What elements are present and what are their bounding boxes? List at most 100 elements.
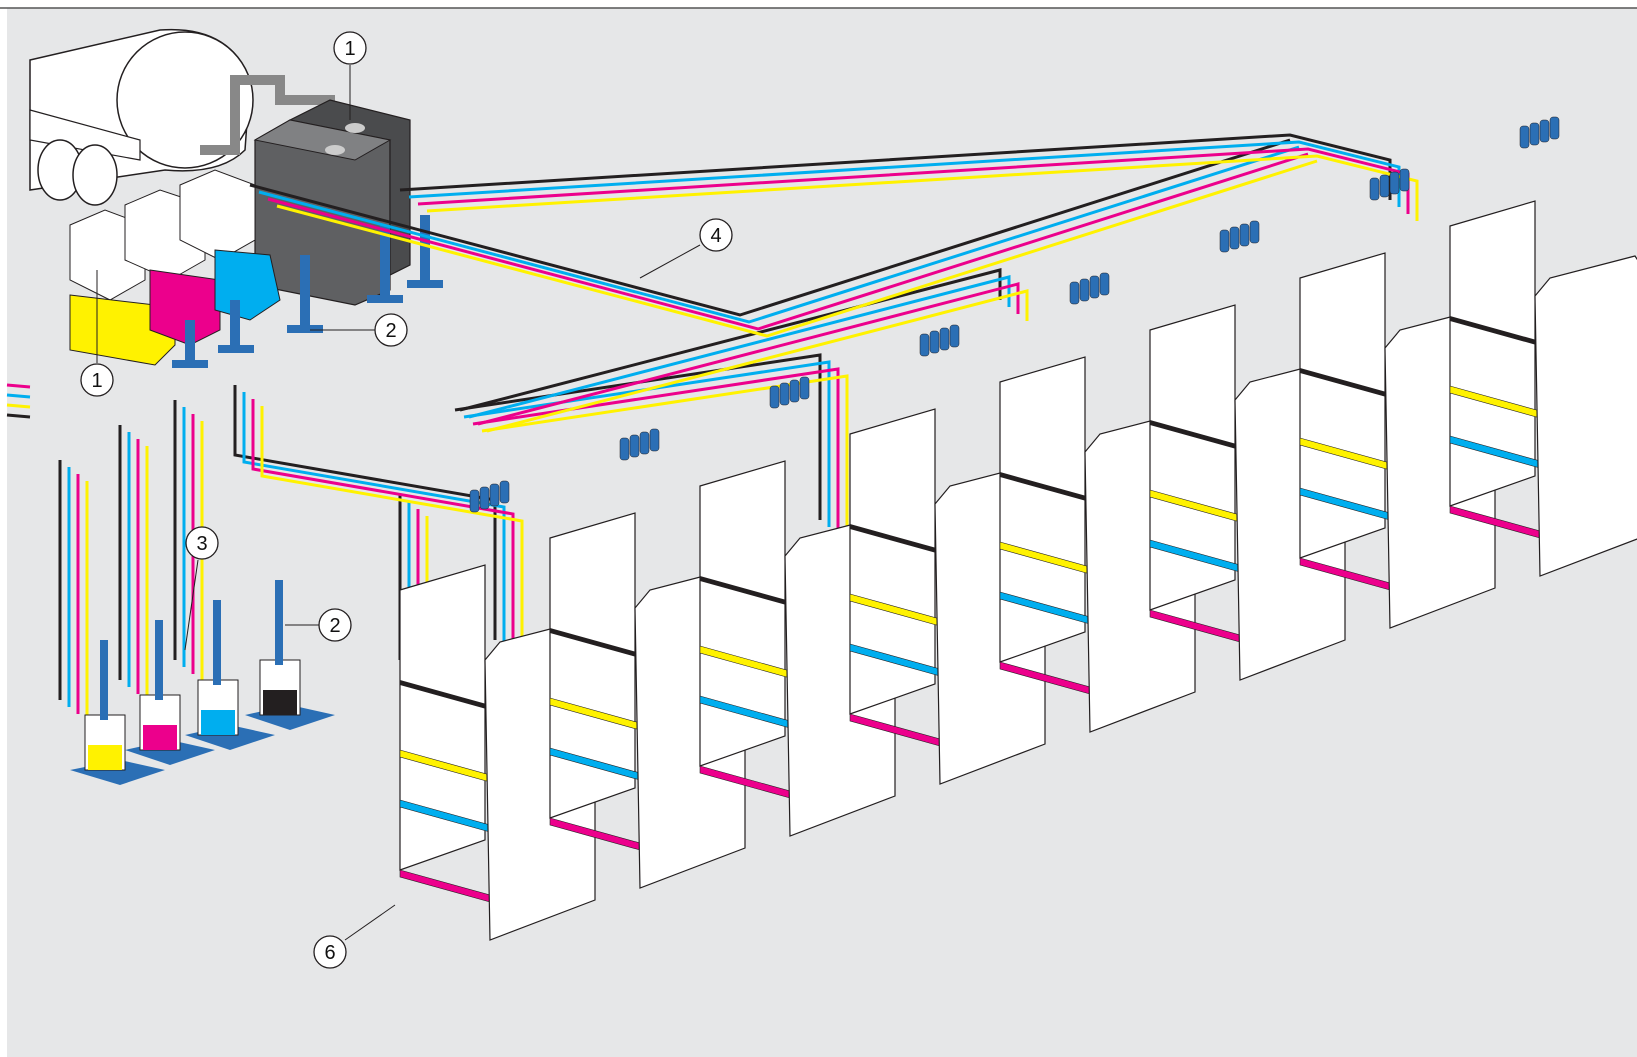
ink-pipe-magenta: [477, 282, 1020, 426]
callout-1-bottom-label: 1: [91, 370, 102, 392]
ink-pipe-cyan: [242, 392, 506, 647]
printing-unit: [1149, 220, 1346, 681]
ink-pipe-yellow: [260, 406, 524, 661]
valve: [769, 385, 780, 409]
valve: [1549, 116, 1560, 140]
printing-unit: [1299, 168, 1496, 629]
valve: [929, 330, 940, 354]
valve: [919, 333, 930, 357]
roller-black: [400, 680, 490, 710]
ink-pipe-yellow: [426, 154, 1419, 221]
manifold-valve: [919, 324, 960, 357]
callout-2-bottom: 2: [318, 608, 352, 642]
callout-6-label: 6: [324, 942, 335, 964]
unit-back-frame: [849, 408, 936, 715]
manifold-valve: [769, 376, 810, 409]
callout-2-top: 2: [374, 313, 408, 347]
valve: [469, 489, 480, 513]
ink-pipe-black: [249, 138, 1291, 317]
valve: [1389, 171, 1400, 195]
callout-4-label: 4: [710, 225, 721, 247]
valve: [649, 428, 660, 452]
manifold-valve: [1069, 272, 1110, 305]
callout-2-bottom-label: 2: [329, 615, 340, 637]
callout-2-top-label: 2: [385, 320, 396, 342]
truck-wheel: [72, 144, 118, 206]
callouts: 1 1 2 2 3 4 6: [80, 31, 733, 969]
ink-pipe-stub-magenta: [6, 383, 31, 389]
ink-pipe-black: [454, 353, 822, 520]
ink-pipe-yellow: [486, 289, 1029, 433]
valve: [499, 480, 510, 504]
ink-pipe-magenta: [472, 367, 840, 534]
unit-back-frame: [1449, 200, 1536, 507]
manifold-valve: [1519, 116, 1560, 149]
valve: [479, 486, 490, 510]
printing-units: [399, 116, 1637, 941]
ink-pipe-stub-black: [6, 413, 31, 419]
callout-3-label: 3: [196, 533, 207, 555]
ink-pipe-cyan: [463, 360, 831, 527]
valve: [1379, 174, 1390, 198]
callout-3: 3: [185, 526, 219, 560]
valve: [1369, 177, 1380, 201]
unit-back-frame: [1299, 252, 1386, 559]
valve: [949, 324, 960, 348]
callout-1-bottom: 1: [80, 363, 114, 397]
valve: [1219, 229, 1230, 253]
callout-6: 6: [313, 935, 347, 969]
manifold-valve: [469, 480, 510, 513]
valve: [619, 437, 630, 461]
ink-pipe-magenta: [417, 147, 1410, 214]
valve: [1239, 223, 1250, 247]
bulk-pumps: [172, 215, 443, 368]
valve: [779, 382, 790, 406]
ink-pipe-yellow: [276, 159, 1318, 338]
color-ink-containers: [69, 169, 281, 366]
valve: [1079, 278, 1090, 302]
callout-1-top-label: 1: [344, 38, 355, 60]
printing-unit: [699, 376, 896, 837]
manifold-valve: [619, 428, 660, 461]
ink-pipework: [6, 133, 1419, 721]
printing-unit: [1449, 116, 1637, 577]
valve: [1399, 168, 1410, 192]
valve: [1529, 122, 1540, 146]
callout-4: 4: [699, 218, 733, 252]
valve: [1089, 275, 1100, 299]
roller-black: [1450, 316, 1540, 346]
valve: [639, 431, 650, 455]
valve: [799, 376, 810, 400]
roller-black: [1000, 472, 1090, 502]
callout-1-top: 1: [333, 31, 367, 65]
ink-pipe-yellow: [481, 374, 849, 541]
bucket-pump-magenta: [125, 620, 215, 765]
bucket-pump-cyan: [185, 600, 275, 750]
roller-black: [550, 628, 640, 658]
bucket-pump-yellow: [70, 640, 165, 785]
tanker-truck: [29, 28, 335, 206]
roller-black: [850, 524, 940, 554]
ink-pipe-stub-cyan: [6, 393, 31, 399]
valve: [1519, 125, 1530, 149]
unit-back-frame: [549, 512, 636, 819]
unit-back-frame: [999, 356, 1086, 663]
roller-black: [700, 576, 790, 606]
unit-back-frame: [399, 564, 486, 871]
unit-back-frame: [699, 460, 786, 767]
valve: [789, 379, 800, 403]
valve: [1069, 281, 1080, 305]
manifold-valve: [1369, 168, 1410, 201]
valve: [1229, 226, 1240, 250]
unit-back-frame: [1149, 304, 1236, 611]
valve: [939, 327, 950, 351]
roller-black: [1300, 368, 1390, 398]
bucket-pumps: [70, 580, 335, 785]
ink-pipe-magenta: [267, 152, 1309, 331]
ink-pipe-stub-yellow: [6, 403, 31, 409]
ink-pipe-cyan: [258, 145, 1300, 324]
ink-pipe-magenta: [251, 399, 515, 654]
manifold-valve: [1219, 220, 1260, 253]
bucket-pump-black: [245, 580, 335, 730]
